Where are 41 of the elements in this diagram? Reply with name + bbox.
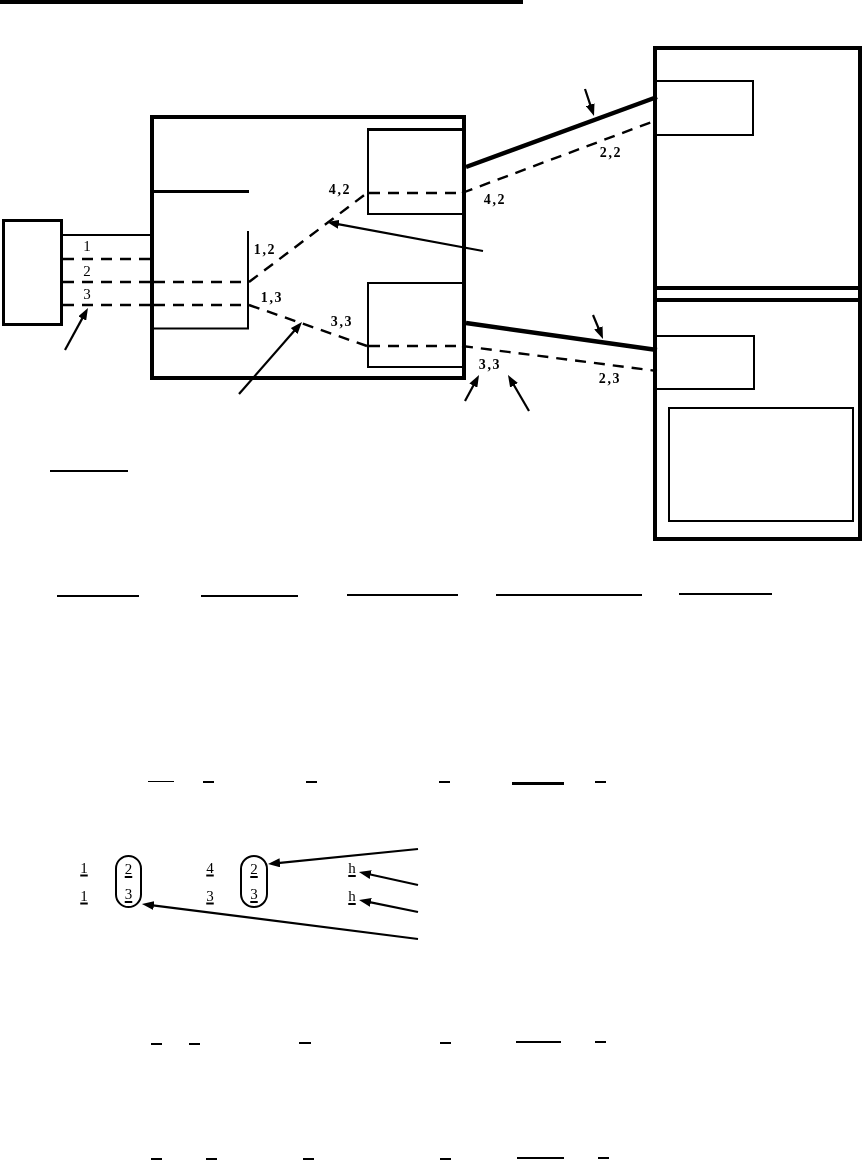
- pin-label: 3,3: [330, 315, 354, 329]
- pin-label: 4,2: [328, 183, 352, 197]
- connector-line: [248, 303, 368, 348]
- module-box: [657, 335, 755, 390]
- letter-label: h: [345, 888, 359, 905]
- letter-label: h: [345, 860, 359, 877]
- pin-label: 2,2: [599, 146, 623, 160]
- pin-label: 1,2: [253, 243, 277, 257]
- number-label: 2: [124, 861, 133, 877]
- number-label: 1: [80, 860, 88, 876]
- number-label: 2: [250, 861, 258, 877]
- terminal-box: [2, 219, 63, 326]
- pin-label: 2,3: [598, 372, 622, 386]
- leader-arrow: [141, 901, 419, 941]
- panel-frame: [150, 115, 466, 380]
- pill-outline: [240, 855, 268, 908]
- pin-label: 1,3: [260, 291, 284, 305]
- leader-arrow: [358, 870, 419, 887]
- wire-number: 2: [82, 263, 92, 279]
- leader-arrow: [268, 847, 419, 868]
- pin-label: 4,2: [483, 193, 507, 207]
- cabinet-frame: [653, 290, 862, 541]
- wire-number: 3: [82, 286, 92, 302]
- cabinet-frame: [653, 46, 862, 290]
- number-label: 3: [124, 886, 133, 902]
- leader-arrow: [359, 898, 419, 914]
- number-label: 3: [250, 886, 258, 902]
- pill-outline: [115, 855, 142, 908]
- inner-box: [668, 407, 854, 522]
- number-label: 3: [206, 888, 214, 904]
- connector-line: [465, 94, 658, 170]
- connector-line: [63, 257, 150, 261]
- wire-number: 1: [82, 238, 92, 254]
- pin-label: 3,3: [478, 358, 502, 372]
- connector-line: [63, 233, 150, 237]
- module-box: [367, 282, 462, 368]
- number-label: 1: [80, 888, 88, 904]
- inner-panel: [154, 190, 249, 330]
- number-label: 4: [206, 860, 214, 876]
- module-box: [657, 80, 754, 136]
- module-box: [367, 128, 462, 215]
